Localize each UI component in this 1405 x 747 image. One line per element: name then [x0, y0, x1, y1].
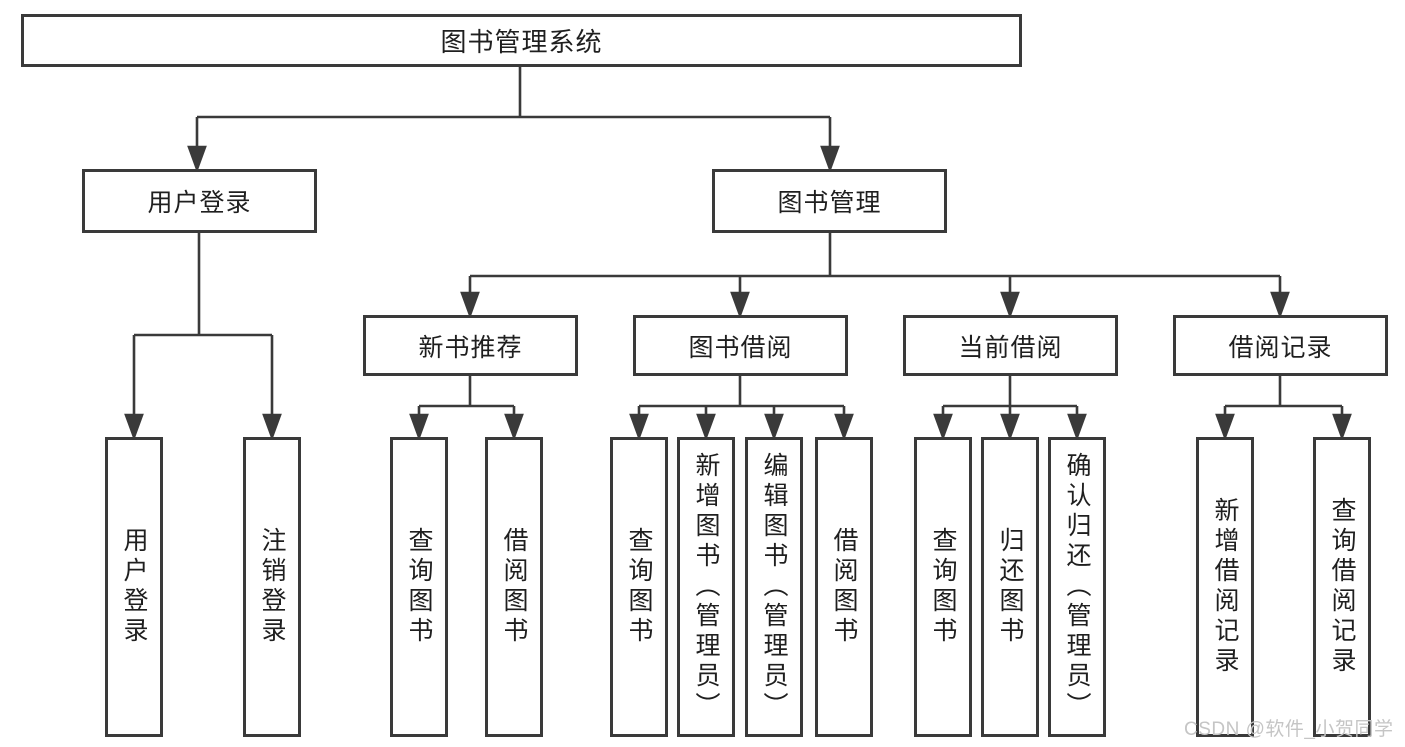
csdn-watermark: CSDN @软件_小贺同学 [1184, 719, 1394, 740]
connector-book-borrow-to-leaves [629, 376, 854, 441]
leaf-return-book: 归还图书 [981, 437, 1039, 737]
leaf-query-borrow-record: 查询借阅记录 [1313, 437, 1371, 737]
leaf-query-books-recommend: 查询图书 [390, 437, 448, 737]
node-borrow-records: 借阅记录 [1173, 315, 1388, 376]
connector-user-login-to-leaves [124, 233, 282, 441]
leaf-add-book-admin: 新增图书（管理员） [677, 437, 735, 737]
node-new-book-recommend: 新书推荐 [363, 315, 578, 376]
leaf-query-books-borrow: 查询图书 [610, 437, 668, 737]
leaf-add-borrow-record: 新增借阅记录 [1196, 437, 1254, 737]
node-library-management-system: 图书管理系统 [21, 14, 1022, 67]
leaf-query-books-current: 查询图书 [914, 437, 972, 737]
leaf-borrow-books-recommend: 借阅图书 [485, 437, 543, 737]
connector-book-management-to-level3 [460, 233, 1290, 319]
node-user-login: 用户登录 [82, 169, 317, 233]
leaf-edit-book-admin: 编辑图书（管理员） [745, 437, 803, 737]
leaf-user-login: 用户登录 [105, 437, 163, 737]
leaf-logout: 注销登录 [243, 437, 301, 737]
leaf-borrow-books: 借阅图书 [815, 437, 873, 737]
connector-new-book-to-leaves [409, 376, 524, 441]
leaf-confirm-return-admin: 确认归还（管理员） [1048, 437, 1106, 737]
node-current-borrow: 当前借阅 [903, 315, 1118, 376]
connector-root-to-level2 [187, 67, 840, 173]
connector-current-borrow-to-leaves [933, 376, 1087, 441]
node-book-borrow: 图书借阅 [633, 315, 848, 376]
node-book-management: 图书管理 [712, 169, 947, 233]
connector-borrow-records-to-leaves [1215, 376, 1352, 441]
